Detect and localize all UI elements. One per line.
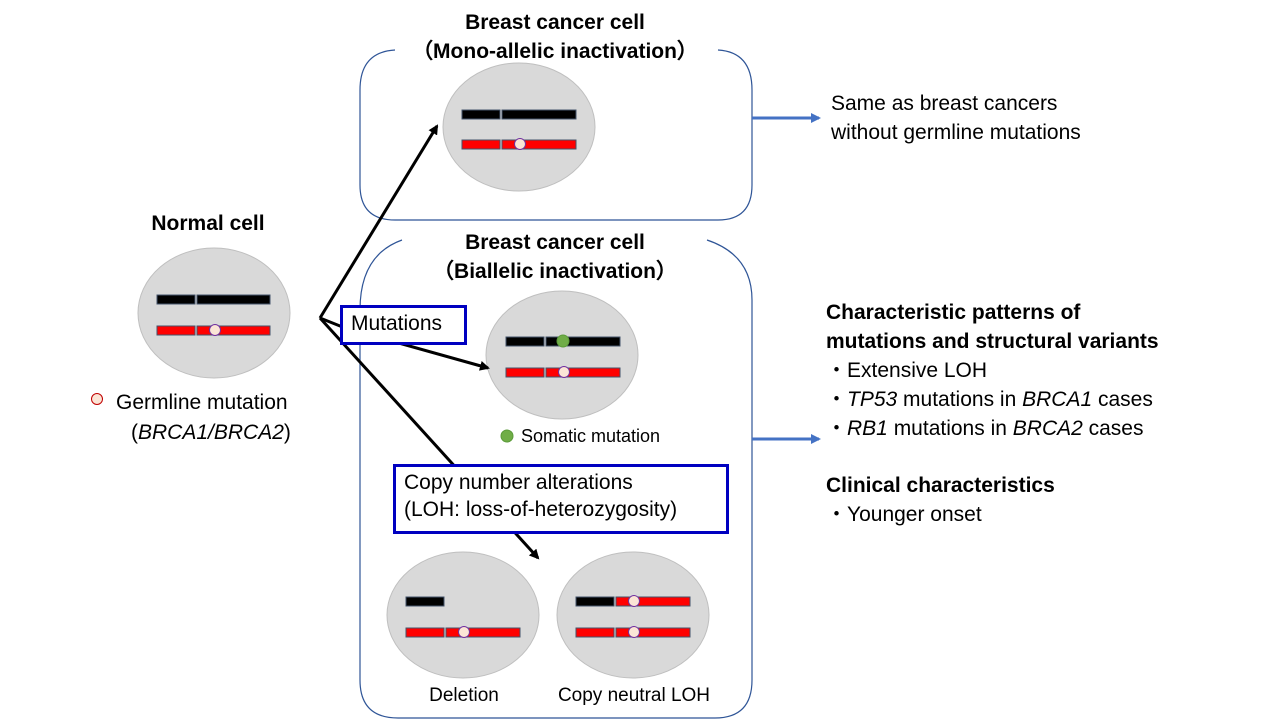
germline-genes-label: (BRCA1/BRCA2)	[131, 418, 291, 447]
somatic-legend-icon	[500, 429, 514, 443]
pattern-item-text: mutations in	[887, 417, 1013, 440]
deletion-label: Deletion	[429, 685, 499, 706]
germline-legend-icon	[91, 393, 103, 405]
cna-label-box: Copy number alterations (LOH: loss-of-he…	[393, 464, 729, 534]
germline-legend-label: Germline mutation	[116, 391, 288, 414]
germline-mutation-dot	[558, 366, 570, 378]
germline-mutation-dot	[458, 626, 470, 638]
arrow-to-mono-allelic	[318, 124, 439, 319]
gene-rb1: RB1	[847, 417, 888, 440]
mono-allelic-title: Breast cancer cell	[465, 11, 645, 34]
normal-paternal-chromosome	[156, 294, 271, 305]
normal-maternal-chromosome	[156, 324, 271, 336]
biallelic-panel	[359, 239, 753, 719]
deletion-maternal-chromosome	[405, 626, 521, 638]
germline-mutation-dot	[628, 626, 640, 638]
pattern-item-tp53: ・TP53 mutations in BRCA1 cases	[826, 385, 1153, 414]
cna-line1: Copy number alterations	[404, 471, 633, 494]
cna-line2: (LOH: loss-of-heterozygosity)	[404, 498, 678, 521]
bullet: ・	[826, 388, 847, 411]
biallelic-subtitle: （Biallelic inactivation）	[433, 260, 677, 283]
gene-brca1: BRCA1	[1022, 388, 1093, 411]
mono-outcome-line2: without germline mutations	[831, 121, 1081, 144]
germline-genes: BRCA1/BRCA2	[138, 421, 284, 444]
deletion-cell	[386, 551, 540, 679]
patterns-heading-line2: mutations and structural variants	[826, 330, 1159, 353]
bullet: ・	[826, 503, 847, 526]
pattern-item-text: Extensive LOH	[847, 359, 988, 382]
clinical-item-younger-onset: ・Younger onset	[826, 500, 982, 529]
gene-brca2: BRCA2	[1012, 417, 1083, 440]
bullet: ・	[826, 417, 847, 440]
mutations-label-box: Mutations	[340, 305, 467, 345]
deletion-paternal-fragment	[405, 596, 445, 607]
pattern-item-text: cases	[1092, 388, 1153, 411]
gene-tp53: TP53	[847, 388, 898, 411]
cnloh-maternal-chromosome	[575, 626, 691, 638]
pattern-item-text: mutations in	[897, 388, 1023, 411]
germline-mutation-dot	[628, 595, 640, 607]
clinical-heading: Clinical characteristics	[826, 474, 1055, 497]
biallelic-mutation-cell	[485, 290, 639, 420]
germline-mutation-dot	[514, 138, 526, 150]
bullet: ・	[826, 359, 847, 382]
mono-allelic-subtitle: （Mono-allelic inactivation）	[412, 40, 698, 63]
paren-close: )	[283, 421, 291, 444]
pattern-item-text: cases	[1082, 417, 1144, 440]
pattern-item-loh: ・Extensive LOH	[826, 356, 987, 385]
copy-neutral-loh-cell	[556, 551, 710, 679]
clinical-item-text: Younger onset	[847, 503, 982, 526]
germline-mutation-dot	[209, 324, 221, 336]
copy-neutral-loh-label: Copy neutral LOH	[557, 685, 711, 706]
pattern-item-rb1: ・RB1 mutations in BRCA2 cases	[826, 414, 1144, 443]
patterns-heading-line1: Characteristic patterns of	[826, 301, 1081, 324]
somatic-mutation-dot	[556, 334, 570, 348]
mono-outcome-line1: Same as breast cancers	[831, 92, 1058, 115]
normal-cell	[137, 247, 291, 379]
paren-open: (	[131, 421, 138, 444]
biallelic-maternal-chromosome	[505, 366, 621, 378]
normal-cell-title: Normal cell	[151, 212, 265, 235]
mono-maternal-chromosome	[461, 138, 577, 150]
biallelic-title: Breast cancer cell	[465, 231, 645, 254]
mono-allelic-panel	[359, 49, 753, 221]
mono-allelic-cell	[442, 62, 596, 192]
cnloh-recombined-chromosome	[575, 595, 691, 607]
mono-paternal-chromosome	[461, 109, 577, 120]
somatic-legend-label: Somatic mutation	[521, 426, 661, 446]
biallelic-paternal-chromosome	[505, 334, 621, 348]
